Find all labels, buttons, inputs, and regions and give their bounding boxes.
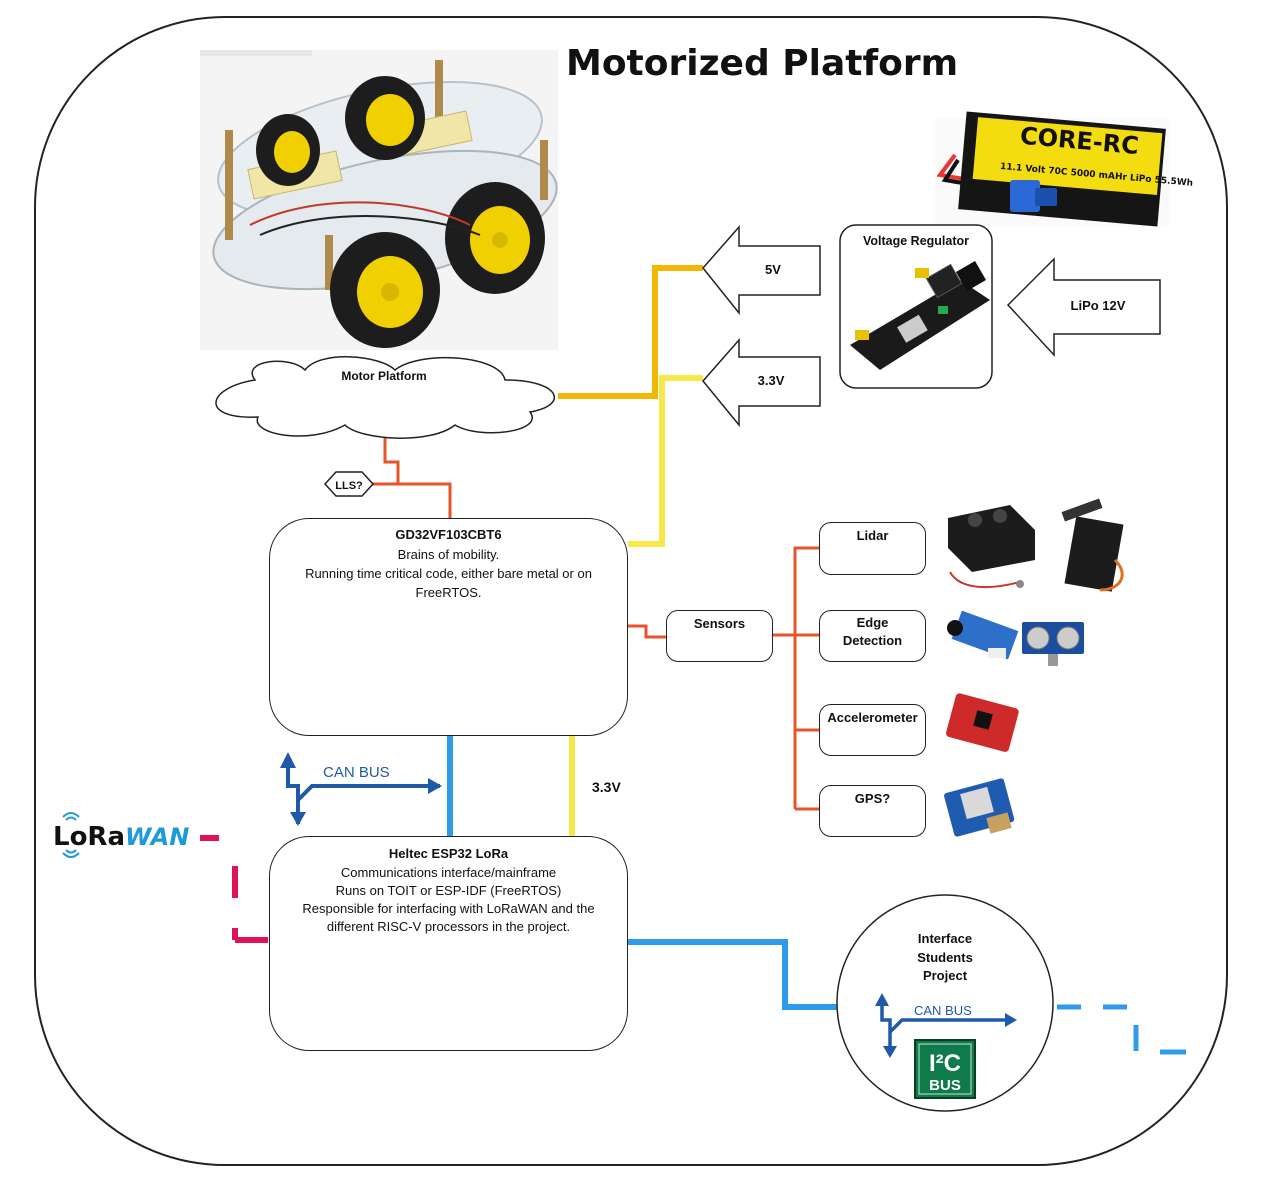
voltage-regulator-title: Voltage Regulator [863,234,969,248]
servo-image [1061,498,1124,592]
sensors-label: Sensors [693,616,746,631]
robot-car-image [200,50,558,350]
i2c-logo-text: I²C [929,1050,961,1077]
arrow-lipo [1006,257,1161,357]
can-bus-label: CAN BUS [323,764,390,781]
gd32-sensors-line [628,624,666,639]
sensor-accelerometer-box: Accelerometer [819,704,926,756]
voltage-regulator-board-image [850,260,990,370]
sensor-lidar-label: Lidar [856,528,889,543]
accelerometer-image [946,693,1019,752]
sensor-edge-label: Edge Detection [842,615,903,648]
gd32-line-3: FreeRTOS. [415,585,482,600]
sensor-gps-box: GPS? [819,785,926,837]
lorawan-logo-wan: WAN [125,823,189,851]
interface-label: Interface Students Project [895,930,995,986]
lipo-battery-image: CORE-RC 11.1 Volt 70C 5000 mAHr LiPo 55.… [935,111,1193,227]
interface-can-icon [875,993,1017,1058]
lls-double-arrow [323,471,375,497]
lorawan-dashed-line [200,835,268,943]
heltec-line-2: Runs on TOIT or ESP-IDF (FreeRTOS) [335,883,562,898]
interface-can-label: CAN BUS [914,1003,972,1018]
arrow-5v-label: 5V [765,262,781,277]
heltec-title: Heltec ESP32 LoRa [388,846,509,861]
heltec-box: Heltec ESP32 LoRa Communications interfa… [269,836,628,1051]
ultrasonic-sensor-image [1022,622,1084,666]
gd32-line-1: Brains of mobility. [397,547,500,562]
interface-line-2: Students [917,949,973,965]
motor-link-line [383,433,452,520]
interface-out-dashed-line [1057,1004,1186,1055]
ir-sensor-image [947,610,1019,660]
arrow-lipo-label: LiPo 12V [1071,298,1126,313]
lidar-image [948,505,1035,589]
gd32-line-2: Running time critical code, either bare … [305,566,592,581]
arrow-3v3-label: 3.3V [758,373,785,388]
gd32-title: GD32VF103CBT6 [395,527,502,542]
heltec-line-1: Communications interface/mainframe [340,865,557,880]
interface-circle [836,894,1054,1112]
heltec-interface-line [628,939,838,1010]
diagram-title: Motorized Platform [566,43,958,84]
gd32-box: GD32VF103CBT6 Brains of mobility. Runnin… [269,518,628,736]
sensor-accelerometer-label: Accelerometer [827,710,918,725]
sensor-edge-box: Edge Detection [819,610,926,662]
label-3v3-vertical: 3.3V [592,779,621,795]
lorawan-logo: LoRa WAN [53,812,189,858]
arrow-3v3 [702,338,821,428]
heltec-line-4: different RISC-V processors in the proje… [326,919,571,934]
motor-platform-cloud [215,356,556,439]
lls-label: LLS? [335,480,363,492]
power-line-3v3-top [628,375,703,547]
i2c-logo-bus: BUS [929,1077,961,1094]
gps-module-image [944,778,1015,837]
arrow-5v [702,225,821,316]
sensor-gps-label: GPS? [854,791,891,806]
lorawan-logo-lora: LoRa [53,822,125,852]
interface-line-1: Interface [917,931,973,946]
heltec-line-3: Responsible for interfacing with LoRaWAN… [302,901,595,916]
motor-platform-label: Motor Platform [341,369,426,383]
interface-line-3: Project [922,968,968,983]
can-bus-icon [280,752,442,826]
power-line-5v [558,265,703,399]
sensor-lidar-box: Lidar [819,522,926,575]
sensors-box: Sensors [666,610,773,662]
i2c-bus-logo: I²C BUS [914,1039,976,1099]
